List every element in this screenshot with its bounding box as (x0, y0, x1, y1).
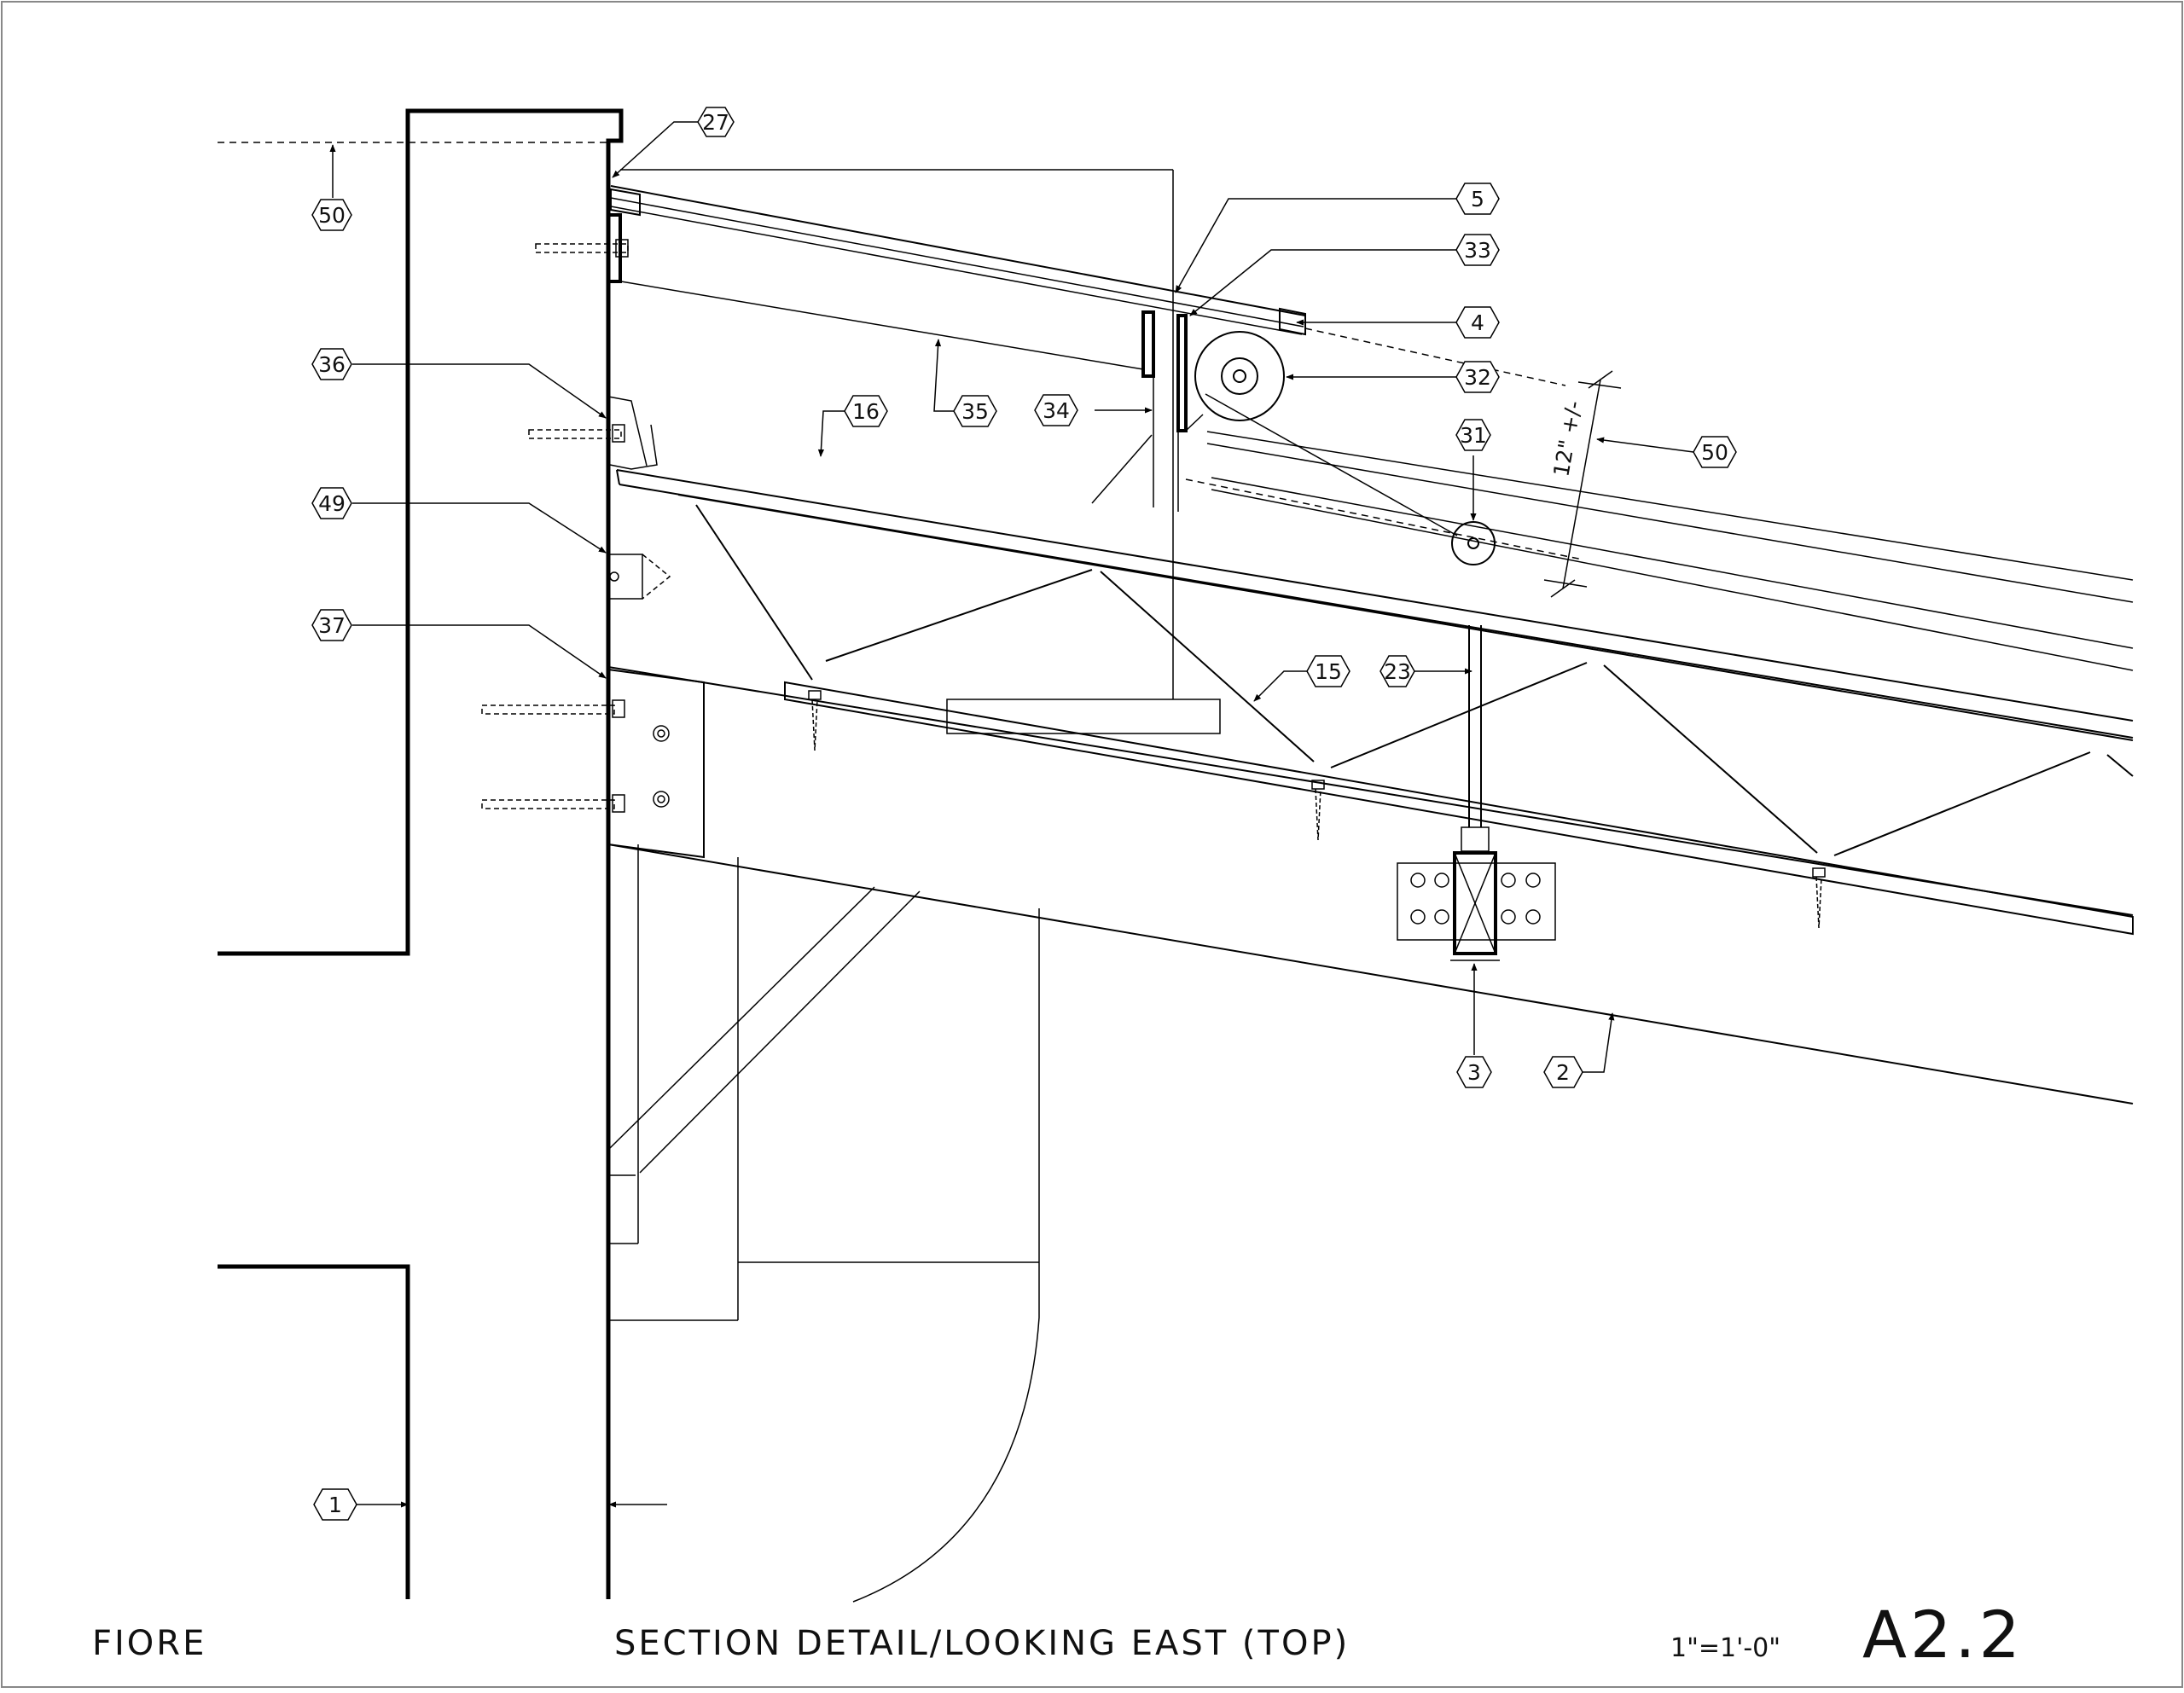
callout-33: 33 (1455, 234, 1500, 266)
callout-text: 31 (1460, 423, 1487, 448)
callout-3: 3 (1456, 1056, 1492, 1088)
callout-32: 32 (1455, 361, 1500, 393)
callout-text: 3 (1467, 1060, 1481, 1085)
dimension-12in (1543, 370, 1622, 598)
callout-text: 49 (318, 491, 346, 516)
leaders (329, 121, 1694, 1508)
callout-15: 15 (1306, 655, 1350, 687)
callout-text: 5 (1471, 187, 1484, 212)
drawing-title: SECTION DETAIL/LOOKING EAST (TOP) (614, 1624, 1350, 1663)
callout-text: 2 (1556, 1060, 1570, 1085)
callout-text: 4 (1471, 310, 1484, 335)
callout-text: 34 (1043, 398, 1070, 423)
ledger-angle (607, 396, 648, 467)
wall-anchors (481, 239, 629, 813)
hanger-connection (1397, 625, 1556, 961)
callout-text: 36 (318, 352, 346, 377)
callout-31: 31 (1455, 419, 1491, 451)
callout-text: 50 (318, 203, 346, 228)
callout-text: 32 (1464, 365, 1491, 390)
callout-27: 27 (697, 107, 735, 137)
callout-50-wall: 50 (311, 199, 352, 231)
project-name: FIORE (92, 1624, 206, 1663)
callout-34: 34 (1034, 394, 1078, 426)
callout-text: 23 (1384, 659, 1411, 684)
callout-49: 49 (311, 487, 352, 519)
callout-text: 33 (1464, 238, 1491, 263)
callout-2: 2 (1543, 1056, 1583, 1088)
bolts (653, 725, 1541, 925)
screws (808, 690, 1826, 929)
upper-truss (616, 469, 2134, 856)
callout-50-dimension: 50 (1693, 436, 1737, 468)
callout-5: 5 (1455, 183, 1500, 215)
callout-text: 50 (1701, 440, 1728, 465)
callout-4: 4 (1455, 306, 1500, 339)
callout-text: 15 (1315, 659, 1342, 684)
main-beam (607, 666, 2134, 1105)
sheet-number: A2.2 (1862, 1597, 2024, 1673)
roof-panel (607, 169, 1566, 699)
drawing-scale: 1"=1'-0" (1670, 1633, 1780, 1663)
dimension-text: 12" +/- (1548, 399, 1586, 478)
callout-35: 35 (953, 395, 997, 427)
lower-supports (607, 699, 1221, 1603)
callout-23: 23 (1380, 655, 1415, 687)
screen-cladding (1206, 431, 2134, 671)
clip (607, 554, 671, 600)
sloped-member (620, 281, 1144, 370)
callout-text: 37 (318, 613, 346, 638)
callout-text: 35 (961, 399, 989, 424)
callout-text: 16 (852, 399, 880, 424)
callout-16: 16 (844, 395, 888, 427)
callout-text: 27 (702, 110, 729, 135)
parapet-wall (218, 108, 624, 1599)
callout-1: 1 (313, 1488, 357, 1521)
callout-36: 36 (311, 348, 352, 380)
callout-text: 1 (328, 1493, 342, 1517)
posts-and-pulleys (1091, 310, 1583, 565)
callout-37: 37 (311, 609, 352, 641)
